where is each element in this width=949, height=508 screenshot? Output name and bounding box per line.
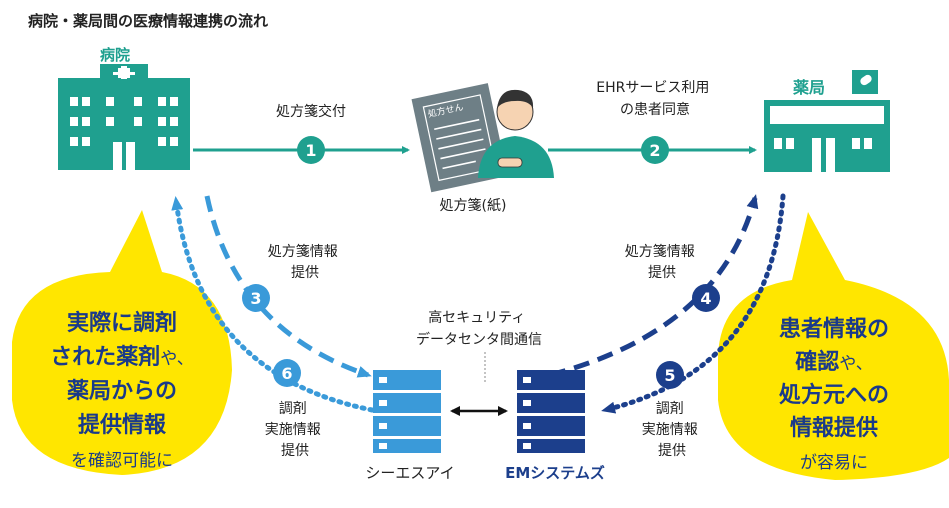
step-6-number: 6 [281,364,292,383]
step-5-marker: 5 [656,361,684,389]
step-2-number: 2 [649,141,660,160]
bubble-left-line-4-run-1: 提供情報 [78,412,167,438]
step-4-marker: 4 [692,284,720,312]
datacenter-link-label: 高セキュリティ データセンタ間通信 [416,309,542,348]
pharmacy-icon [764,70,890,172]
bubble-left-line-3: 薬局からの [67,379,177,404]
bubble-left-line-2-run-1: された薬剤 [50,344,160,370]
diagram-title: 病院・薬局間の医療情報連携の流れ [28,12,268,30]
bubble-right-line-4: 情報提供 [790,415,878,441]
bubble-right-line-5: が容易に [800,453,868,473]
bubble-right-line-3-run-1: 処方元への [779,382,889,408]
step-6-label: 調剤 実施情報 提供 [265,401,325,459]
bubble-right-line-2: 確認や、 [795,349,873,375]
step-6-marker: 6 [273,359,301,387]
hospital-icon [58,64,190,170]
arrow-step-6 [171,196,375,413]
arrow-step-3 [204,195,372,378]
step-3-label: 処方箋情報 提供 [268,244,342,281]
bubble-left-line-5-run-1: を確認可能に [71,451,173,471]
bubble-right-line-4-run-1: 情報提供 [790,415,878,441]
pharmacy-label: 薬局 [792,78,825,97]
bubble-right-line-1-run-1: 患者情報の [779,316,889,342]
bubble-right-line-3: 処方元への [779,382,889,408]
step-3-marker: 3 [242,284,270,312]
arrow-step-4 [549,194,759,378]
bubble-left-line-1-run-1: 実際に調剤 [67,310,177,336]
step-5-label: 調剤 実施情報 提供 [642,401,702,459]
step-2-marker: 2 [641,136,669,164]
bubble-right-line-2-run-1: 確認 [795,349,839,375]
server-left-label: シーエスアイ [365,464,454,482]
bubble-left-line-3-run-1: 薬局からの [67,379,177,404]
bubble-right-line-2-run-2: や、 [839,354,873,374]
server-left-icon [373,370,441,453]
bubble-right-line-1: 患者情報の [779,316,889,342]
bubble-left-line-5: を確認可能に [71,451,173,471]
bubble-left-line-4: 提供情報 [78,412,167,438]
step-4-number: 4 [700,289,711,308]
paper-caption: 処方箋(紙) [440,198,507,214]
step-5-number: 5 [664,366,675,385]
server-right-label: EMシステムズ [505,464,605,482]
step-3-number: 3 [250,289,261,308]
bubble-left-line-1: 実際に調剤 [67,310,177,336]
patient-icon [478,89,554,178]
step-4-label: 処方箋情報 提供 [625,244,699,281]
arrow-step-5 [601,193,786,414]
bubble-right-line-5-run-1: が容易に [800,453,868,473]
step-1-label: 処方箋交付 [276,103,346,120]
step-2-label: EHRサービス利用 の患者同意 [596,80,714,118]
bubble-left-line-2-run-2: や、 [160,349,194,369]
hospital-label: 病院 [100,46,130,64]
step-1-number: 1 [305,141,316,160]
server-right-icon [517,370,585,453]
bubble-left-line-2: された薬剤や、 [50,344,194,370]
step-1-marker: 1 [297,136,325,164]
